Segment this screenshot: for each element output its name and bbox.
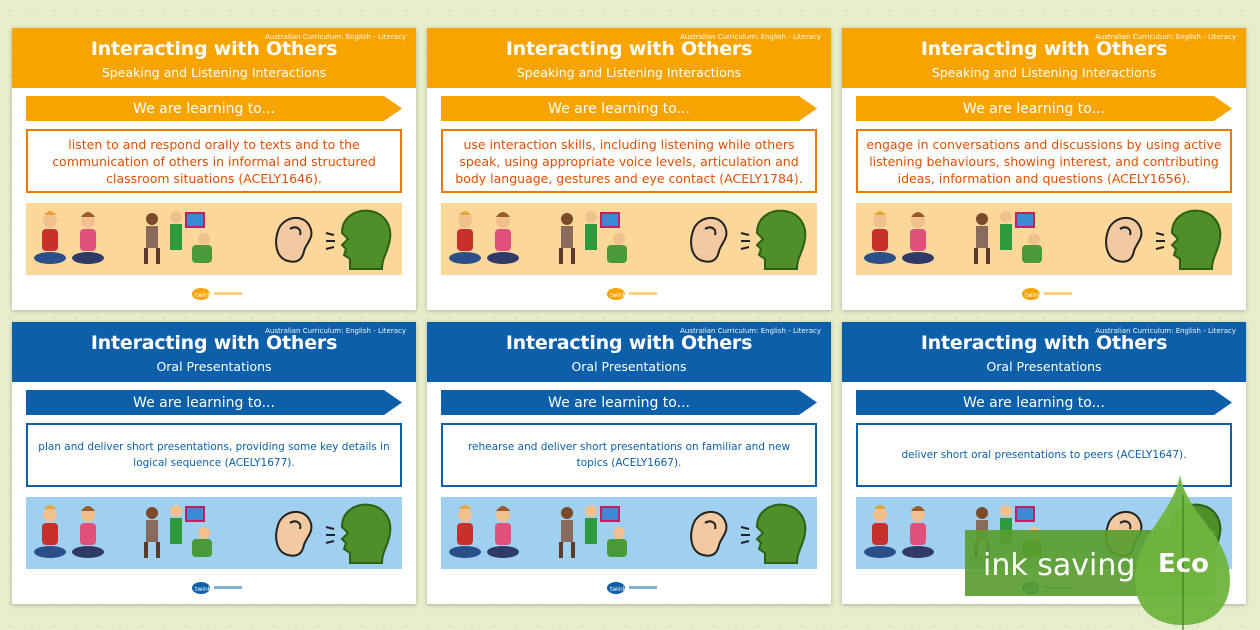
sitting-children-icon — [864, 211, 934, 264]
eco-tag: Eco — [1158, 549, 1209, 579]
learning-banner: We are learning to... — [441, 390, 817, 415]
illustration-strip — [26, 203, 402, 275]
card-header: Australian Curriculum: English - Literac… — [842, 28, 1246, 88]
card-subtitle: Speaking and Listening Interactions — [516, 65, 742, 80]
poster-card[interactable]: Australian Curriculum: English - Literac… — [427, 28, 831, 310]
poster-card[interactable]: Australian Curriculum: English - Literac… — [12, 322, 416, 604]
group-presentation-icon — [559, 211, 627, 264]
group-presentation-icon — [144, 211, 212, 264]
card-subtitle: Speaking and Listening Interactions — [101, 65, 327, 80]
ear-icon — [690, 216, 728, 263]
twinkl-logo: twinkl — [1022, 286, 1082, 302]
learning-objective: engage in conversations and discussions … — [856, 129, 1232, 193]
svg-text:twinkl: twinkl — [610, 586, 628, 593]
card-subtitle: Oral Presentations — [156, 359, 272, 374]
twinkl-logo: twinkl — [607, 580, 667, 596]
ear-icon — [275, 216, 313, 263]
learning-banner: We are learning to... — [26, 96, 402, 121]
card-header: Australian Curriculum: English - Literac… — [12, 28, 416, 88]
learning-banner-label: We are learning to... — [548, 101, 690, 117]
sitting-children-icon — [449, 211, 519, 264]
curriculum-label: Australian Curriculum: English - Literac… — [1095, 33, 1236, 41]
poster-card[interactable]: Australian Curriculum: English - Literac… — [12, 28, 416, 310]
learning-banner-label: We are learning to... — [133, 395, 275, 411]
learning-banner: We are learning to... — [441, 96, 817, 121]
card-header: Australian Curriculum: English - Literac… — [427, 28, 831, 88]
curriculum-label: Australian Curriculum: English - Literac… — [680, 327, 821, 335]
group-presentation-icon — [559, 505, 627, 558]
card-title: Interacting with Others — [505, 332, 753, 354]
card-header: Australian Curriculum: English - Literac… — [842, 322, 1246, 382]
svg-text:twinkl: twinkl — [610, 292, 628, 299]
illustration-strip — [441, 497, 817, 569]
card-subtitle: Oral Presentations — [986, 359, 1102, 374]
speaking-head-icon — [740, 503, 807, 564]
learning-banner: We are learning to... — [26, 390, 402, 415]
card-title: Interacting with Others — [90, 38, 338, 60]
card-subtitle: Oral Presentations — [571, 359, 687, 374]
twinkl-logo: twinkl — [192, 286, 252, 302]
illustration-strip — [26, 497, 402, 569]
sitting-children-icon — [34, 211, 104, 264]
learning-banner-label: We are learning to... — [963, 395, 1105, 411]
card-header: Australian Curriculum: English - Literac… — [427, 322, 831, 382]
svg-text:twinkl: twinkl — [195, 292, 213, 299]
ear-icon — [1105, 216, 1143, 263]
svg-text:twinkl: twinkl — [195, 586, 213, 593]
curriculum-label: Australian Curriculum: English - Literac… — [1095, 327, 1236, 335]
curriculum-label: Australian Curriculum: English - Literac… — [265, 33, 406, 41]
curriculum-label: Australian Curriculum: English - Literac… — [265, 327, 406, 335]
curriculum-label: Australian Curriculum: English - Literac… — [680, 33, 821, 41]
group-presentation-icon — [974, 211, 1042, 264]
ink-saving-label: ink saving — [983, 548, 1135, 583]
twinkl-logo: twinkl — [607, 286, 667, 302]
learning-objective: use interaction skills, including listen… — [441, 129, 817, 193]
speaking-head-icon — [325, 503, 392, 564]
learning-banner-label: We are learning to... — [133, 101, 275, 117]
speaking-head-icon — [1155, 209, 1222, 270]
card-title: Interacting with Others — [920, 38, 1168, 60]
learning-banner-label: We are learning to... — [548, 395, 690, 411]
poster-card[interactable]: Australian Curriculum: English - Literac… — [427, 322, 831, 604]
card-subtitle: Speaking and Listening Interactions — [931, 65, 1157, 80]
svg-text:twinkl: twinkl — [1025, 292, 1043, 299]
illustration-strip — [856, 203, 1232, 275]
eco-ink-saving-badge: ink saving Eco — [965, 475, 1230, 630]
card-title: Interacting with Others — [920, 332, 1168, 354]
learning-objective: listen to and respond orally to texts an… — [26, 129, 402, 193]
ear-icon — [275, 510, 313, 557]
sitting-children-icon — [864, 505, 934, 558]
card-title: Interacting with Others — [90, 332, 338, 354]
learning-banner-label: We are learning to... — [963, 101, 1105, 117]
card-header: Australian Curriculum: English - Literac… — [12, 322, 416, 382]
learning-banner: We are learning to... — [856, 390, 1232, 415]
speaking-head-icon — [325, 209, 392, 270]
learning-objective: deliver short oral presentations to peer… — [856, 423, 1232, 487]
sitting-children-icon — [34, 505, 104, 558]
learning-banner: We are learning to... — [856, 96, 1232, 121]
twinkl-logo: twinkl — [192, 580, 252, 596]
sitting-children-icon — [449, 505, 519, 558]
card-title: Interacting with Others — [505, 38, 753, 60]
learning-objective: rehearse and deliver short presentations… — [441, 423, 817, 487]
group-presentation-icon — [144, 505, 212, 558]
speaking-head-icon — [740, 209, 807, 270]
learning-objective: plan and deliver short presentations, pr… — [26, 423, 402, 487]
ear-icon — [690, 510, 728, 557]
poster-card[interactable]: Australian Curriculum: English - Literac… — [842, 28, 1246, 310]
illustration-strip — [441, 203, 817, 275]
